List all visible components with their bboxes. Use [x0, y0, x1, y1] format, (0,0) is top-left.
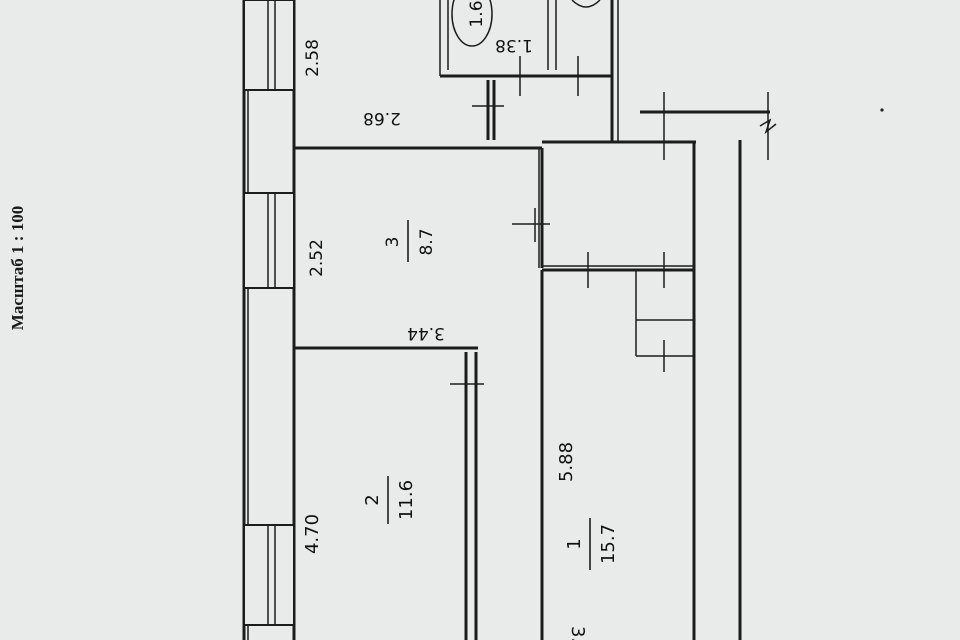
sink-fixture: [571, 0, 601, 8]
room-2-number: 2: [362, 494, 383, 505]
room-1-area: 15.7: [598, 524, 619, 564]
room-3-area: 8.7: [417, 228, 437, 255]
room-1-dimension-303: 3.03: [567, 626, 588, 640]
room-2-area: 11.6: [396, 480, 417, 520]
bath-dimension: 1.38: [495, 35, 533, 55]
bath-fixture: [451, 0, 493, 47]
room-2-walls: [450, 352, 484, 640]
corridor-dimension-258: 2.58: [303, 39, 323, 77]
room-1-dimension-588: 5.88: [556, 442, 577, 482]
window-room3: [243, 192, 295, 289]
window-room2: [243, 524, 295, 626]
window-top: [243, 0, 295, 91]
room-1-number: 1: [564, 538, 585, 549]
room-3-dimension-344: 3.44: [407, 323, 445, 343]
room-2-dimension-470: 4.70: [302, 514, 323, 554]
bath-area: 1.6: [467, 0, 487, 27]
room-1-walls: [540, 142, 696, 640]
speck-mark: [880, 108, 884, 112]
room-3-dimension-252: 2.52: [307, 239, 327, 277]
corridor-dimension-268: 2.68: [363, 108, 401, 128]
corridor-walls: [439, 0, 696, 144]
room-3-number: 3: [383, 237, 403, 248]
room-3-walls: [294, 146, 550, 350]
stair-wall: [640, 92, 777, 640]
